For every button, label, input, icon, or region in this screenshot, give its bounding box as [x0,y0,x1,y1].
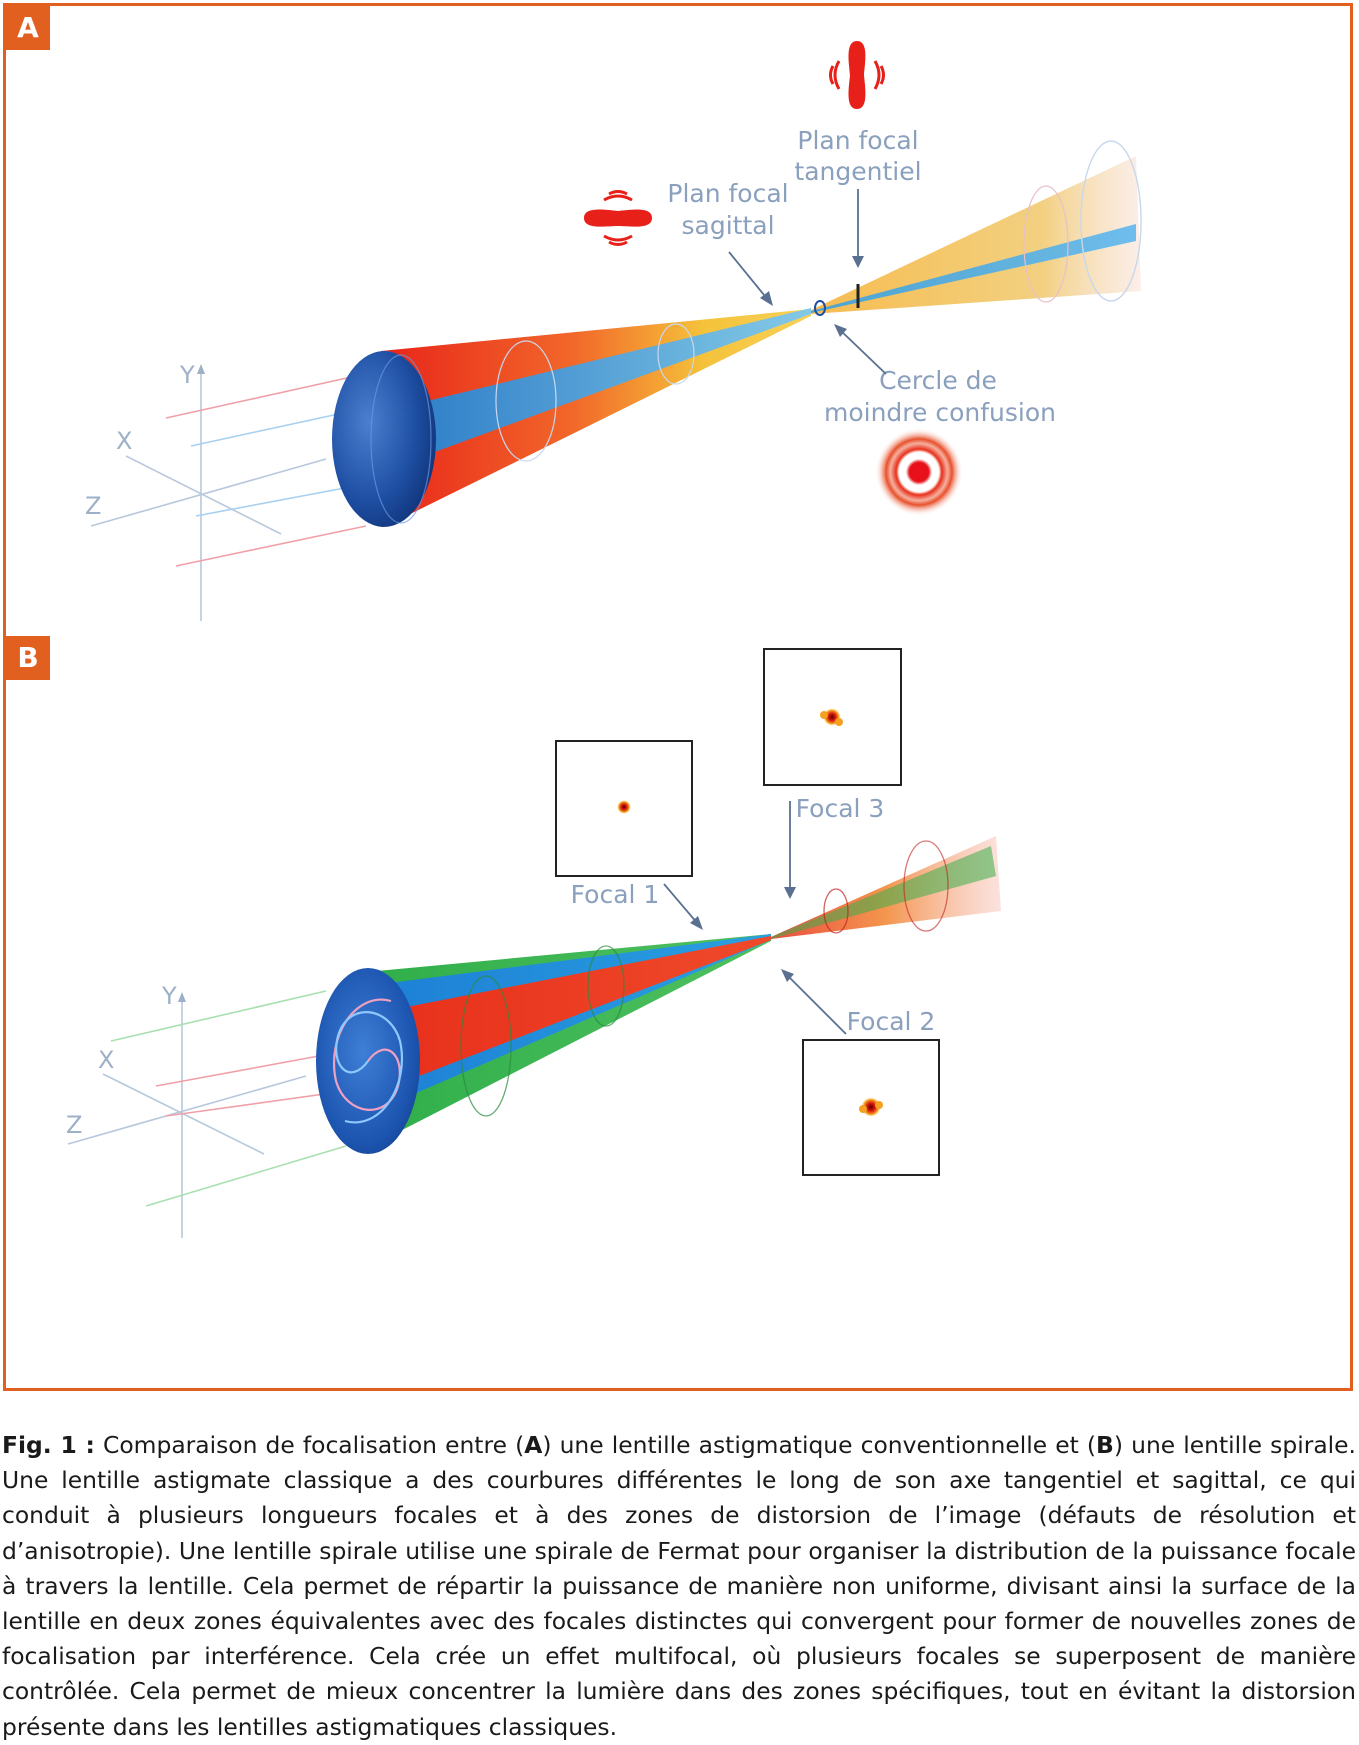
caption-text-1: Comparaison de focalisation entre ( [94,1431,525,1459]
panel-a-lens [332,351,436,527]
panel-a-axis-z-label: Z [85,492,101,520]
panel-b-axis-x-label: X [98,1046,114,1074]
panel-b-focal1-spot-box [555,740,693,877]
panel-b-focal1-label: Focal 1 [571,880,660,909]
panel-b-spiral-lens [316,968,420,1154]
panel-b-focal3-label: Focal 3 [796,794,885,823]
panel-b-axis-y-label: Y [161,982,177,1010]
caption-text-3: ) une lentille spirale. Une lentille ast… [2,1431,1356,1741]
figure-frame: Y X Z [3,3,1353,1391]
panel-a-axes [90,366,367,621]
panel-b-axis-z-label: Z [66,1111,82,1139]
panel-a-circle-label-line2: moindre confusion [824,398,1056,427]
panel-b-arrows [663,801,847,1035]
panel-a-tangential-label-line1: Plan focal [797,126,918,155]
panel-b-focal2-label: Focal 2 [847,1007,936,1036]
panel-a-tangential-label-line2: tangentiel [794,157,921,186]
panel-a-axis-y-label: Y [179,361,195,389]
panel-a-sagittal-icon [584,190,652,246]
panel-a-axis-x-label: X [116,427,132,455]
panel-a-sagittal-label-line2: sagittal [681,211,774,240]
panel-b-focal3-spot-box [763,648,902,786]
panel-a-tangential-icon [829,41,885,109]
panel-b-badge: B [6,636,50,680]
panel-a-arrows [728,189,887,375]
panel-a-sagittal-label-line1: Plan focal [667,179,788,208]
caption-lead: Fig. 1 : [2,1431,95,1459]
caption-text-2: ) une lentille astigmatique conventionne… [542,1431,1097,1459]
panel-a-circle-label-line1: Cercle de [879,366,997,395]
panel-b-beam [366,836,1001,1146]
figure-caption: Fig. 1 : Comparaison de focalisation ent… [2,1428,1356,1745]
caption-ref-a: A [524,1431,543,1459]
panel-a-beam [381,140,1142,526]
panel-b-axes [67,990,347,1238]
figure-illustration: Y X Z [66,41,1142,1238]
panel-a-badge: A [6,6,50,50]
panel-a-confusion-circle-icon [875,428,963,516]
caption-ref-b: B [1096,1431,1114,1459]
panel-b-focal2-spot-box [802,1039,940,1176]
